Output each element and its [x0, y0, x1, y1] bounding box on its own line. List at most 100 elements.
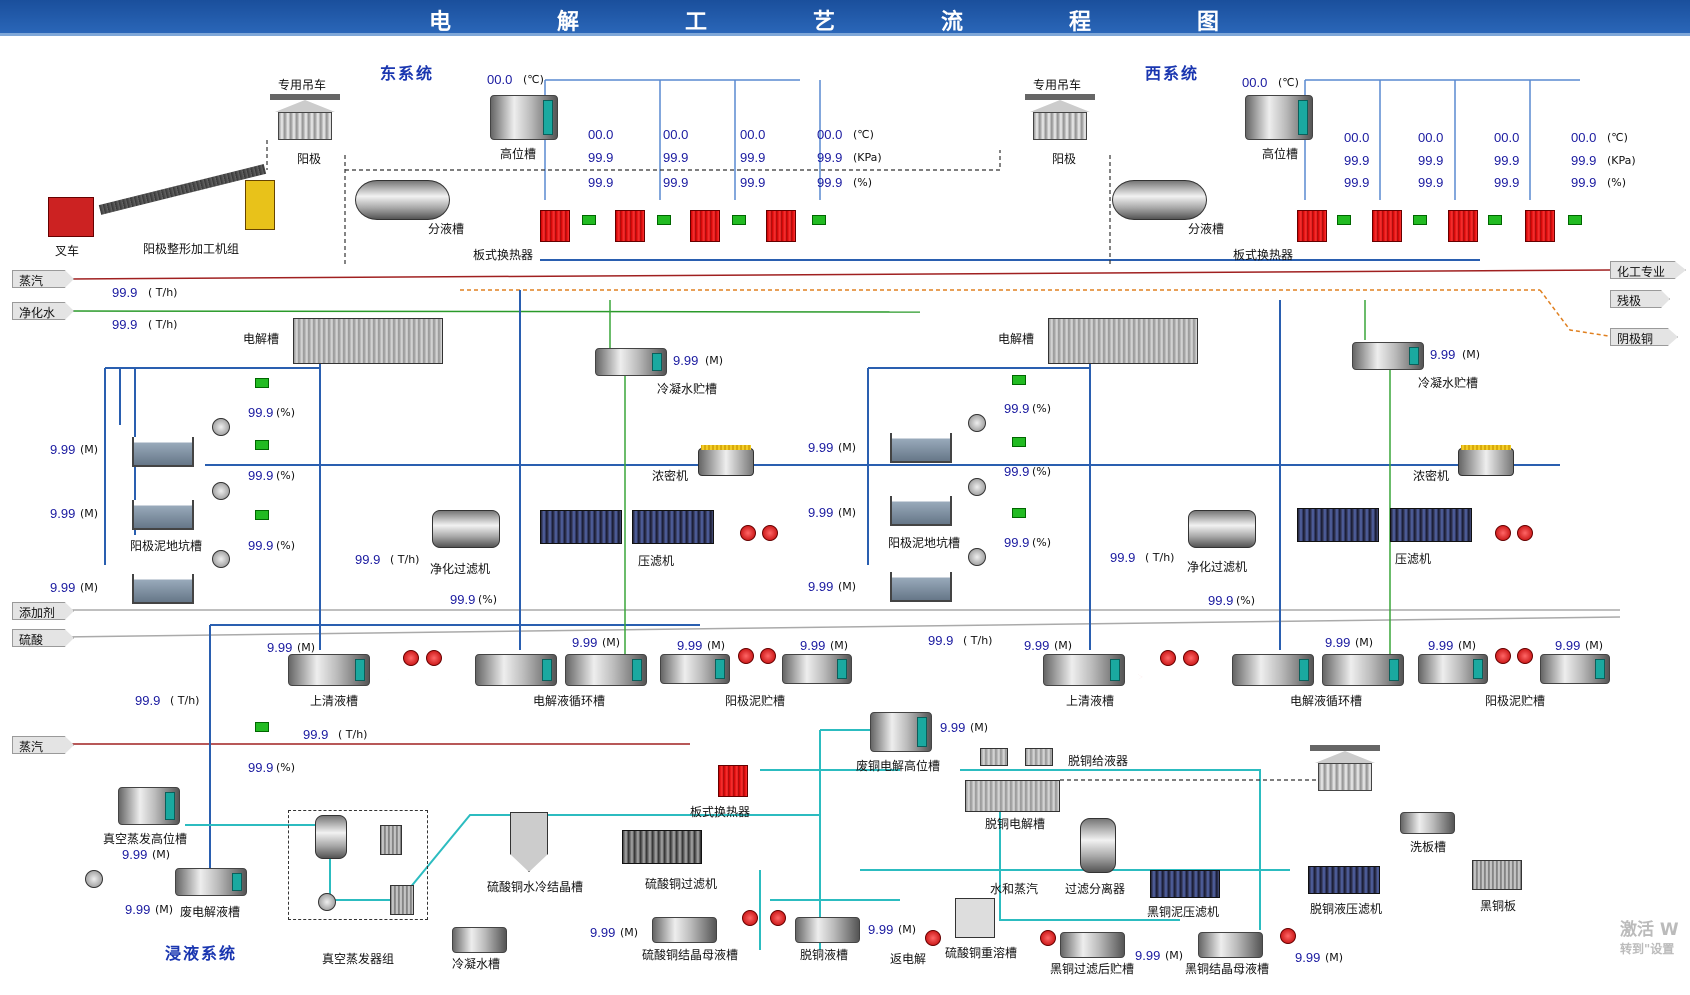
leach-steam-valve[interactable] [255, 722, 269, 732]
west-sump-3[interactable] [890, 572, 952, 602]
west-hx-valve-3[interactable] [1488, 215, 1502, 225]
west-hx-4[interactable] [1525, 210, 1555, 242]
decu-pump-1[interactable] [770, 910, 786, 926]
east-hx-valve-1[interactable] [582, 215, 596, 225]
mother-tank[interactable] [652, 917, 717, 943]
west-high-tank[interactable] [1245, 95, 1313, 140]
west-cell[interactable] [1048, 318, 1198, 364]
black-after-tank[interactable] [1060, 932, 1125, 958]
decu-cell[interactable] [965, 780, 1060, 812]
east-circ-pump-1[interactable] [403, 650, 419, 666]
west-circ-pump-2[interactable] [1183, 650, 1199, 666]
black-pump[interactable] [1040, 930, 1056, 946]
east-press-1[interactable] [540, 510, 622, 544]
recryst-tank[interactable] [955, 898, 995, 938]
waste-high-tank[interactable] [870, 712, 932, 752]
east-crane-hood[interactable] [270, 94, 340, 150]
west-press-1[interactable] [1297, 508, 1379, 542]
waste-tank[interactable] [175, 868, 247, 896]
east-sump-3[interactable] [132, 574, 194, 604]
wash-hood[interactable] [1310, 745, 1380, 801]
west-pit-pump-3[interactable] [968, 548, 986, 566]
east-slime-pump-2[interactable] [760, 648, 776, 664]
west-hx-valve-1[interactable] [1337, 215, 1351, 225]
west-condensate-tank[interactable] [1352, 342, 1424, 370]
west-distributor[interactable] [1112, 180, 1207, 220]
east-sump-2[interactable] [132, 500, 194, 530]
decu-press[interactable] [1308, 866, 1380, 894]
black-plate[interactable] [1472, 860, 1522, 890]
west-slime-pump-2[interactable] [1517, 648, 1533, 664]
east-slime-tank-1[interactable] [660, 654, 730, 684]
east-hx-valve-2[interactable] [657, 215, 671, 225]
west-pit-valve-1[interactable] [1012, 375, 1026, 385]
decu-tank[interactable] [795, 917, 860, 943]
west-circ-tank-1[interactable] [1232, 654, 1314, 686]
wash-tank[interactable] [1400, 812, 1455, 834]
west-thick-pump-1[interactable] [1495, 525, 1511, 541]
east-thickener[interactable] [698, 445, 754, 476]
west-crane-hood[interactable] [1025, 94, 1095, 150]
decu-feeder-2[interactable] [1025, 748, 1053, 766]
east-slime-tank-2[interactable] [782, 654, 852, 684]
west-circ-tank-2[interactable] [1322, 654, 1404, 686]
east-pit-pump-1[interactable] [212, 418, 230, 436]
east-circ-pump-2[interactable] [426, 650, 442, 666]
west-hx-valve-2[interactable] [1413, 215, 1427, 225]
east-pit-valve-3[interactable] [255, 510, 269, 520]
east-sump-1[interactable] [132, 437, 194, 467]
cu-filter[interactable] [622, 830, 702, 864]
west-sump-2[interactable] [890, 496, 952, 526]
east-pit-pump-2[interactable] [212, 482, 230, 500]
west-clear-tank[interactable] [1043, 654, 1125, 686]
west-pit-pump-2[interactable] [968, 478, 986, 496]
west-hx-valve-4[interactable] [1568, 215, 1582, 225]
west-press-2[interactable] [1390, 508, 1472, 542]
forklift-icon[interactable] [48, 197, 94, 237]
west-circ-pump-1[interactable] [1160, 650, 1176, 666]
east-slime-pump-1[interactable] [738, 648, 754, 664]
east-thick-pump-2[interactable] [762, 525, 778, 541]
vac-condenser[interactable] [380, 825, 402, 855]
black-mother-pump[interactable] [1280, 928, 1296, 944]
decu-feeder-1[interactable] [980, 748, 1008, 766]
west-purify-filter[interactable] [1188, 510, 1256, 548]
west-pit-valve-2[interactable] [1012, 437, 1026, 447]
east-high-tank[interactable] [490, 95, 558, 140]
mother-pump[interactable] [742, 910, 758, 926]
east-hx-1[interactable] [540, 210, 570, 242]
waste-pump[interactable] [85, 870, 103, 888]
west-pit-valve-3[interactable] [1012, 508, 1026, 518]
east-distributor[interactable] [355, 180, 450, 220]
east-circ-tank-1[interactable] [475, 654, 557, 686]
west-slime-tank-2[interactable] [1540, 654, 1610, 684]
cond-water-tank[interactable] [452, 927, 507, 953]
east-pit-valve-1[interactable] [255, 378, 269, 388]
vac-pump[interactable] [318, 893, 336, 911]
west-hx-1[interactable] [1297, 210, 1327, 242]
vac-high-tank[interactable] [118, 787, 180, 825]
east-purify-filter[interactable] [432, 510, 500, 548]
east-pit-valve-2[interactable] [255, 440, 269, 450]
east-hx-3[interactable] [690, 210, 720, 242]
black-press[interactable] [1150, 870, 1220, 898]
east-condensate-tank[interactable] [595, 348, 667, 376]
east-thick-pump-1[interactable] [740, 525, 756, 541]
east-pit-pump-3[interactable] [212, 550, 230, 568]
east-press-2[interactable] [632, 510, 714, 544]
east-hx-2[interactable] [615, 210, 645, 242]
west-slime-pump-1[interactable] [1495, 648, 1511, 664]
east-circ-tank-2[interactable] [565, 654, 647, 686]
vac-group-box[interactable] [288, 810, 428, 920]
west-pit-pump-1[interactable] [968, 414, 986, 432]
black-mother-tank[interactable] [1198, 932, 1263, 958]
west-hx-3[interactable] [1448, 210, 1478, 242]
vac-cooler[interactable] [390, 885, 414, 915]
west-thickener[interactable] [1458, 445, 1514, 476]
west-sump-1[interactable] [890, 433, 952, 463]
east-clear-tank[interactable] [288, 654, 370, 686]
west-hx-2[interactable] [1372, 210, 1402, 242]
filter-separator[interactable] [1080, 818, 1116, 873]
leach-hx[interactable] [718, 765, 748, 797]
vac-evaporator[interactable] [315, 815, 347, 859]
